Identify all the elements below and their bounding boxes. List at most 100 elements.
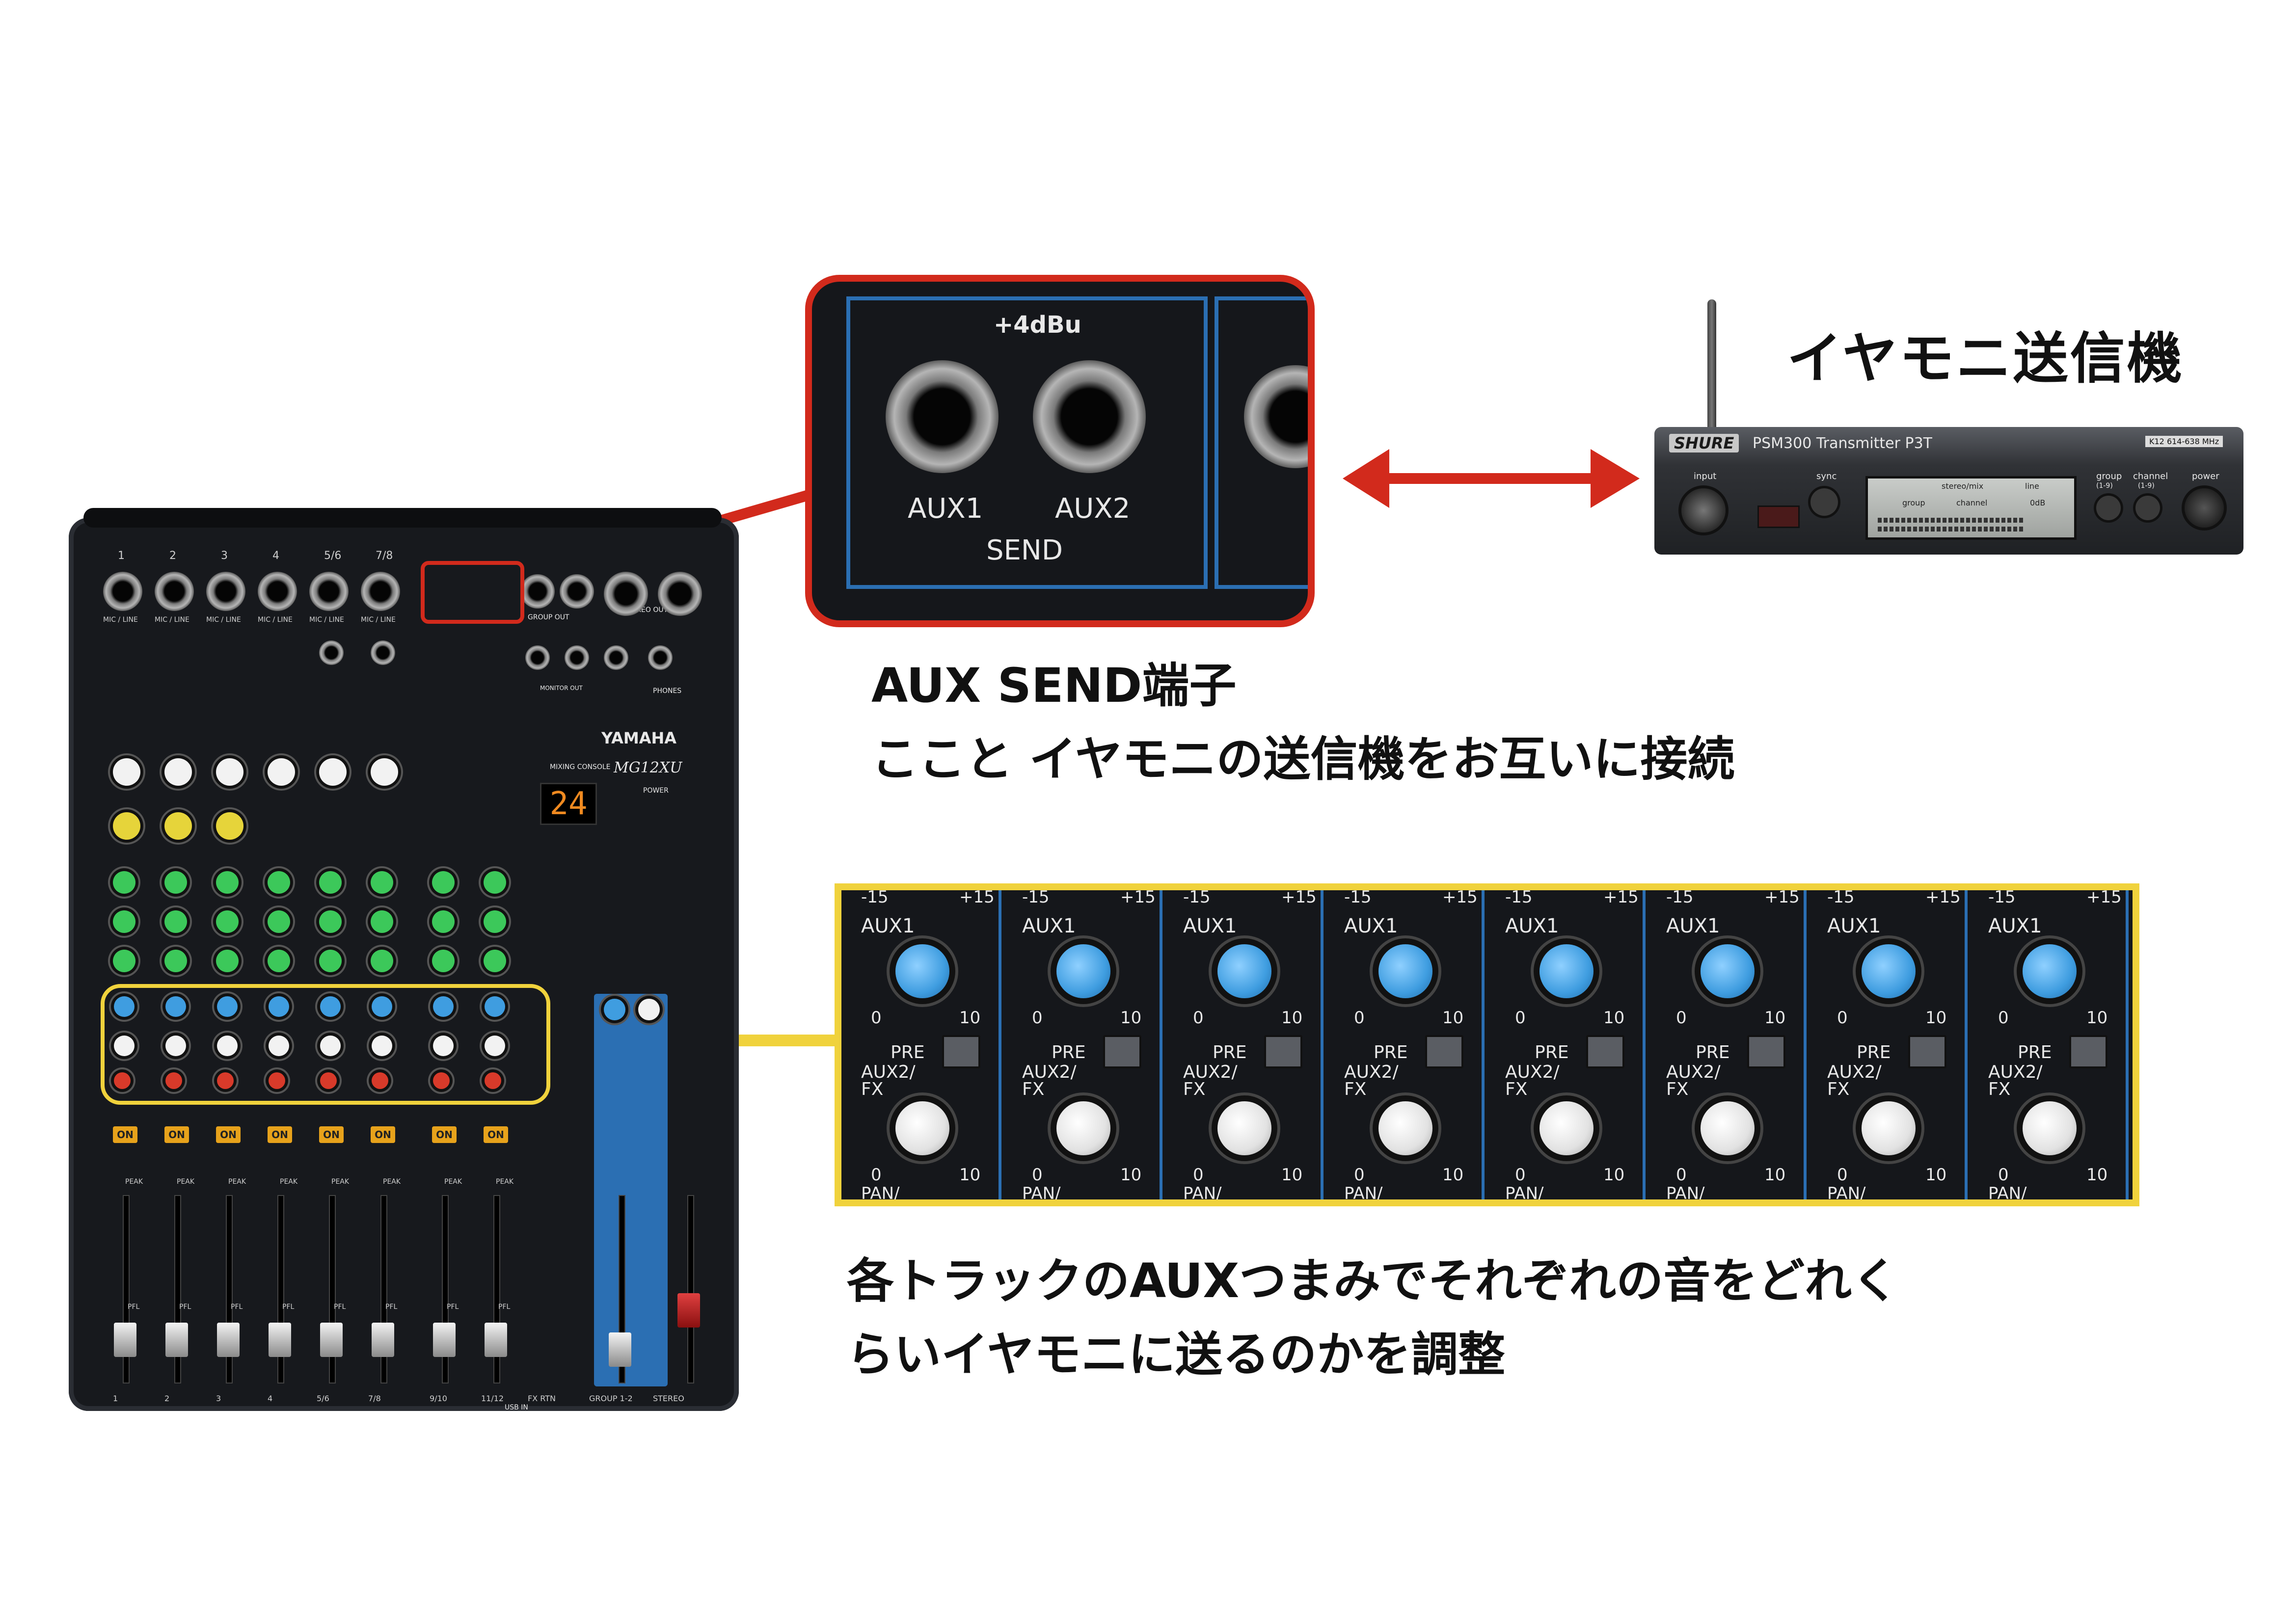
eq-high-knob[interactable]: [319, 871, 342, 894]
eq-high-knob[interactable]: [216, 871, 239, 894]
channel-button[interactable]: [2135, 496, 2160, 520]
sync-button[interactable]: [1810, 488, 1838, 516]
channel-fader[interactable]: [320, 1323, 343, 1357]
aux2-fx-knob[interactable]: [1540, 1101, 1594, 1155]
comp-knob[interactable]: [164, 812, 192, 840]
aux1-jack[interactable]: [886, 360, 999, 473]
power-button[interactable]: [2185, 488, 2224, 528]
eq-high-knob[interactable]: [113, 871, 135, 894]
aux2-jack[interactable]: [1033, 360, 1146, 473]
on-button[interactable]: ON: [113, 1126, 137, 1143]
comp-knob[interactable]: [216, 812, 243, 840]
aux2-fx-knob[interactable]: [114, 1036, 135, 1056]
eq-low-knob[interactable]: [268, 950, 290, 972]
eq-low-knob[interactable]: [319, 950, 342, 972]
aux1-knob[interactable]: [1701, 944, 1755, 998]
aux1-knob[interactable]: [320, 996, 341, 1017]
channel-fader[interactable]: [217, 1323, 240, 1357]
master-aux2-knob[interactable]: [638, 999, 660, 1020]
pre-button[interactable]: [1425, 1035, 1463, 1068]
eq-mid-knob[interactable]: [319, 910, 342, 933]
aux2-fx-knob[interactable]: [895, 1101, 949, 1155]
aux1-knob[interactable]: [1862, 944, 1916, 998]
output-jack[interactable]: [525, 645, 550, 670]
aux2-fx-knob[interactable]: [1701, 1101, 1755, 1155]
aux2-fx-knob[interactable]: [320, 1036, 341, 1056]
output-jack[interactable]: [648, 645, 673, 670]
xlr-input-jack[interactable]: [258, 572, 297, 611]
gain-knob[interactable]: [319, 758, 347, 786]
eq-high-knob[interactable]: [371, 871, 393, 894]
pan-knob[interactable]: [269, 1072, 285, 1089]
aux2-fx-knob[interactable]: [1217, 1101, 1271, 1155]
eq-mid-knob[interactable]: [484, 910, 506, 933]
on-button[interactable]: ON: [371, 1126, 395, 1143]
output-jack[interactable]: [604, 645, 628, 670]
aux1-knob[interactable]: [1540, 944, 1594, 998]
aux1-knob[interactable]: [217, 996, 238, 1017]
master-aux1-knob[interactable]: [604, 999, 625, 1020]
on-button[interactable]: ON: [216, 1126, 241, 1143]
aux2-fx-knob[interactable]: [372, 1036, 392, 1056]
eq-mid-knob[interactable]: [113, 910, 135, 933]
aux1-knob[interactable]: [372, 996, 392, 1017]
aux2-fx-knob[interactable]: [269, 1036, 289, 1056]
eq-mid-knob[interactable]: [216, 910, 239, 933]
output-jack[interactable]: [520, 574, 555, 609]
eq-mid-knob[interactable]: [268, 910, 290, 933]
pan-knob[interactable]: [217, 1072, 234, 1089]
output-jack[interactable]: [565, 645, 589, 670]
aux2-fx-knob[interactable]: [433, 1036, 454, 1056]
aux2-fx-knob[interactable]: [217, 1036, 238, 1056]
aux1-knob[interactable]: [485, 996, 505, 1017]
eq-low-knob[interactable]: [113, 950, 135, 972]
pan-knob[interactable]: [320, 1072, 337, 1089]
eq-low-knob[interactable]: [216, 950, 239, 972]
pre-button[interactable]: [2069, 1035, 2107, 1068]
on-button[interactable]: ON: [432, 1126, 457, 1143]
aux1-knob[interactable]: [433, 996, 454, 1017]
pan-knob[interactable]: [485, 1072, 501, 1089]
aux1-knob[interactable]: [895, 944, 949, 998]
pan-knob[interactable]: [433, 1072, 450, 1089]
gain-knob[interactable]: [268, 758, 295, 786]
xlr-input-jack[interactable]: [206, 572, 245, 611]
aux2-fx-knob[interactable]: [165, 1036, 186, 1056]
xlr-input-jack[interactable]: [361, 572, 400, 611]
aux1-knob[interactable]: [269, 996, 289, 1017]
channel-fader[interactable]: [433, 1323, 456, 1357]
eq-mid-knob[interactable]: [164, 910, 187, 933]
line-input-jack[interactable]: [319, 640, 344, 665]
xlr-input-jack[interactable]: [155, 572, 194, 611]
pre-button[interactable]: [1908, 1035, 1946, 1068]
aux2-fx-knob[interactable]: [2023, 1101, 2077, 1155]
stereo-fader[interactable]: [677, 1293, 700, 1328]
eq-high-knob[interactable]: [432, 871, 455, 894]
channel-fader[interactable]: [485, 1323, 507, 1357]
on-button[interactable]: ON: [484, 1126, 508, 1143]
input-knob[interactable]: [1681, 488, 1726, 532]
eq-low-knob[interactable]: [484, 950, 506, 972]
pre-button[interactable]: [1586, 1035, 1624, 1068]
xlr-input-jack[interactable]: [309, 572, 349, 611]
output-jack[interactable]: [658, 572, 702, 616]
pre-button[interactable]: [1103, 1035, 1141, 1068]
channel-fader[interactable]: [372, 1323, 394, 1357]
gain-knob[interactable]: [113, 758, 140, 786]
aux1-knob[interactable]: [1056, 944, 1110, 998]
aux1-knob[interactable]: [1217, 944, 1271, 998]
aux1-knob[interactable]: [165, 996, 186, 1017]
eq-low-knob[interactable]: [164, 950, 187, 972]
pan-knob[interactable]: [372, 1072, 388, 1089]
on-button[interactable]: ON: [268, 1126, 292, 1143]
eq-high-knob[interactable]: [164, 871, 187, 894]
group-button[interactable]: [2096, 496, 2121, 520]
on-button[interactable]: ON: [319, 1126, 344, 1143]
channel-fader[interactable]: [165, 1323, 188, 1357]
xlr-input-jack[interactable]: [103, 572, 142, 611]
pre-button[interactable]: [1264, 1035, 1302, 1068]
aux2-fx-knob[interactable]: [1862, 1101, 1916, 1155]
gain-knob[interactable]: [164, 758, 192, 786]
eq-low-knob[interactable]: [371, 950, 393, 972]
aux1-knob[interactable]: [1378, 944, 1432, 998]
